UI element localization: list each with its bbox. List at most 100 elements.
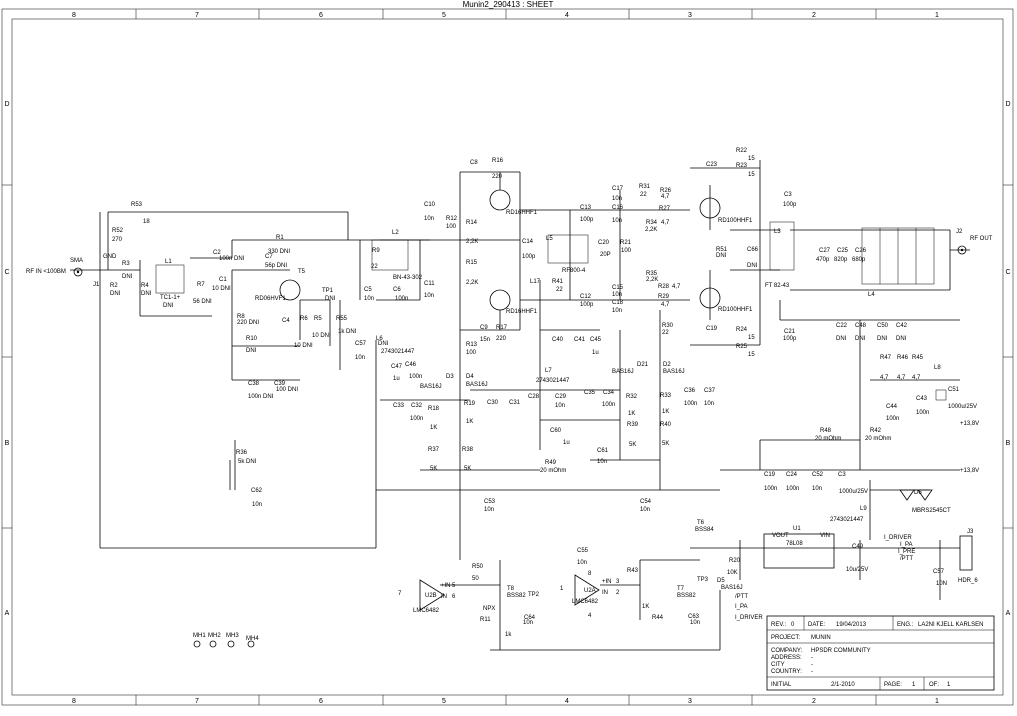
label-r25: R25 [736, 344, 748, 350]
label-c37-value: 10n [704, 401, 714, 407]
label-r42-value: 20 mOhm [865, 436, 891, 442]
label-c57-value: 10n [355, 355, 365, 361]
label-t1-value: DNI [163, 303, 174, 309]
label-rd06: RD06HVF1 [255, 296, 286, 302]
label-hdr: HDR_6 [958, 578, 978, 584]
zone-col-8: 8 [72, 12, 76, 19]
label-r37: R37 [428, 447, 440, 453]
label-c51-value: 1000u/25V [948, 404, 977, 410]
label-d2: D2 [663, 362, 671, 368]
label-rd1-bottom: RD16HHF1 [506, 309, 538, 315]
label-r20: R20 [729, 558, 741, 564]
l5-transformer-icon [547, 234, 589, 264]
title-block: REV.: 0 DATE: 19/04/2013 ENG.: LA2NI KJE… [766, 615, 995, 691]
label-r41: R41 [552, 279, 564, 285]
label-d4-bas: BAS16J [466, 382, 488, 388]
label-r39: R39 [627, 422, 639, 428]
zone-col-7-bottom: 7 [195, 698, 199, 705]
label-c9: C9 [480, 325, 488, 331]
label-c38: C38 [248, 381, 260, 387]
label-c34: C34 [603, 390, 615, 396]
label-r4-value: DNI [141, 291, 152, 297]
label-l9-value: 2743021447 [830, 517, 864, 523]
label-d21: D21 [637, 362, 649, 368]
label-t1: TC1-1+ [160, 295, 181, 301]
label-j3: J3 [967, 529, 974, 535]
label-c47-value: 1u [393, 376, 400, 382]
company-label: COMPANY: [771, 648, 803, 654]
label-r47-value: 4,7 [880, 375, 889, 381]
label-u2b: U2B [425, 593, 437, 599]
country-label: COUNTRY: [771, 669, 802, 675]
label-r3: R3 [122, 261, 130, 267]
zone-col-6-bottom: 6 [319, 698, 323, 705]
label-c48: C48 [855, 323, 867, 329]
label-t5: T5 [298, 269, 306, 275]
label-r12-value: 100 [446, 224, 457, 230]
label-r9-value: 22 [371, 264, 378, 270]
label-c64: C64 [524, 615, 536, 621]
sheet-frame [1, 8, 1014, 706]
label-c21-value: 100p [783, 336, 797, 342]
label-tp2: TP2 [528, 592, 540, 598]
label-mh4: MH4 [246, 636, 259, 642]
label-c46-value: 100n [409, 374, 422, 380]
label-l4: L4 [868, 292, 875, 298]
label-c34-value: 100n [602, 402, 615, 408]
label-c9-value: 15n [480, 337, 490, 343]
label-c42-dni: DNI [896, 336, 907, 342]
label-c61: C61 [597, 448, 609, 454]
label-r10: R10 [246, 336, 258, 342]
label-c20: C20 [598, 240, 610, 246]
zone-col-6: 6 [319, 12, 323, 19]
label-c32-value: 100n [410, 416, 423, 422]
project-value: MUNIN [811, 635, 831, 641]
label-r32: R32 [626, 394, 638, 400]
label-c18: C18 [612, 300, 624, 306]
label-r52: R52 [112, 228, 124, 234]
label-r2-value: DNI [110, 291, 121, 297]
label-rd100-top: RD100HHF1 [718, 218, 753, 224]
label-npx: NPX [483, 606, 495, 612]
label-r19-value: 1K [466, 419, 473, 425]
label-r21-value: 100 [621, 248, 632, 254]
label-r29-value: 4,7 [661, 302, 670, 308]
label-d5-value: BAS16J [721, 585, 743, 591]
label-c12-value: 100p [580, 302, 594, 308]
label-r30-value: 22 [662, 330, 669, 336]
label-r27: R27 [659, 206, 671, 212]
label-r26: R26 [660, 188, 672, 194]
label-u2b-in: +IN [441, 583, 451, 589]
j3-header-icon [959, 535, 973, 571]
label-c1: C1 [219, 277, 227, 283]
label-c61-value: 10n [597, 459, 607, 465]
label-tp1: TP1 [322, 288, 334, 294]
label-d6: D6 [914, 490, 922, 496]
label-rf800: RF800-4 [562, 268, 586, 274]
label-c58-value: 10n [555, 403, 565, 409]
label-c57-right-value: 10N [936, 581, 947, 587]
label-r16-value: 220 [492, 174, 503, 180]
label-r46-value: 4,7 [897, 375, 906, 381]
label-c37: C37 [704, 388, 716, 394]
label-c5-value: 10n [364, 296, 374, 302]
label-u2b-pin5: 5 [452, 583, 456, 589]
label-l6: L6 [376, 336, 383, 342]
label-u2a-in: +IN [602, 579, 612, 585]
label-c13: C13 [580, 205, 592, 211]
label-c11-value: 10n [424, 293, 434, 299]
label-u1: U1 [793, 526, 801, 532]
label-r36: R36 [236, 450, 248, 456]
label-u2a-pin4: 4 [588, 613, 592, 619]
label-r31-value: 22 [640, 192, 647, 198]
city-value: - [811, 662, 813, 668]
initial-value: 2/1-2010 [831, 682, 855, 688]
label-i-pa: I_PA [900, 542, 913, 548]
label-r43: R43 [627, 568, 639, 574]
label-r50-value: 50 [472, 576, 479, 582]
label-c18-value: 10n [612, 308, 622, 314]
label-l8: L8 [934, 365, 941, 371]
label-c42: C42 [896, 323, 908, 329]
city-label: CITY [771, 662, 785, 668]
zone-col-1: 1 [935, 12, 939, 19]
